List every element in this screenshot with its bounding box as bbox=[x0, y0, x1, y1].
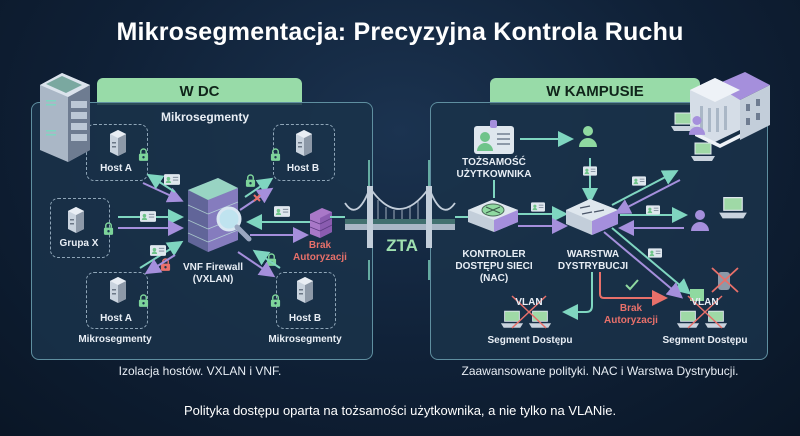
id-card-icon bbox=[140, 211, 156, 222]
id-card-icon bbox=[648, 248, 662, 258]
firewall-label-line2: (VXLAN) bbox=[192, 274, 234, 285]
laptop-icon bbox=[528, 310, 552, 329]
campus-caption: Zaawansowane polityki. NAC i Warstwa Dys… bbox=[461, 364, 739, 378]
vlan-denied-cross-icon bbox=[511, 295, 547, 329]
dc-segments-bottom-left-label: Mikrosegmenty bbox=[78, 334, 152, 345]
lock-icon bbox=[138, 148, 149, 161]
host-a-top-segment bbox=[86, 124, 148, 181]
campus-denied-line2: Autoryzacji bbox=[604, 315, 658, 326]
vnf-firewall-icon bbox=[187, 178, 252, 252]
vlan-cube-icon bbox=[690, 289, 704, 301]
firewall-label: VNF Firewall (VXLAN) bbox=[178, 262, 248, 286]
id-card-icon bbox=[150, 245, 166, 256]
id-card-icon bbox=[646, 205, 660, 215]
host-a-top-server-icon bbox=[110, 130, 126, 156]
campus-denied-line1: Brak bbox=[619, 303, 643, 314]
nac-line2: DOSTĘPU SIECI bbox=[455, 261, 533, 272]
dc-denied-line1: Brak bbox=[308, 240, 332, 251]
distribution-line2: DYSTRYBUCJI bbox=[557, 261, 629, 272]
campus-tab: W KAMPUSIE bbox=[490, 78, 700, 105]
laptop-icon bbox=[500, 310, 524, 329]
identity-line1: TOŻSAMOŚĆ bbox=[462, 157, 526, 168]
group-x-server-icon bbox=[68, 207, 84, 233]
dc-caption: Izolacja hostów. VXLAN i VNF. bbox=[118, 364, 282, 378]
host-a-top-label: Host A bbox=[100, 163, 132, 174]
host-b-top-label: Host B bbox=[286, 163, 320, 174]
host-b-top-segment bbox=[273, 124, 335, 181]
host-b-bottom-server-icon bbox=[297, 277, 313, 303]
check-icon bbox=[625, 279, 639, 291]
footer-note: Polityka dostępu oparta na tożsamości uż… bbox=[183, 403, 617, 418]
identity-line2: UŻYTKOWNIKA bbox=[456, 169, 532, 180]
host-a-bottom-server-icon bbox=[110, 277, 126, 303]
nac-line1: KONTROLER bbox=[462, 249, 526, 260]
host-b-top-server-icon bbox=[296, 130, 312, 156]
group-x-label: Grupa X bbox=[59, 238, 99, 249]
laptop-icon bbox=[690, 142, 716, 162]
user-icon bbox=[579, 126, 597, 147]
id-card-icon bbox=[531, 202, 545, 212]
distribution-line1: WARSTWA bbox=[566, 249, 620, 260]
user-identity-badge-icon bbox=[474, 120, 514, 154]
zta-bridge-icon bbox=[330, 160, 470, 280]
segment-left-label: Segment Dostępu bbox=[487, 335, 573, 346]
dc-segments-bottom-right-label: Mikrosegmenty bbox=[268, 334, 342, 345]
zta-label: ZTA bbox=[386, 236, 418, 255]
nac-line3: (NAC) bbox=[479, 273, 509, 284]
vlan-right-label: VLAN bbox=[691, 297, 719, 308]
id-card-icon bbox=[632, 176, 646, 186]
segment-right-label: Segment Dostępu bbox=[662, 335, 748, 346]
laptop-icon bbox=[704, 310, 728, 329]
brick-wall-icon bbox=[309, 208, 333, 238]
host-a-bottom-label: Host A bbox=[100, 313, 132, 324]
dc-tab: W DC bbox=[97, 78, 302, 105]
lock-icon bbox=[270, 148, 281, 161]
campus-building-icon bbox=[690, 72, 770, 148]
distribution-label: WARSTWA DYSTRYBUCJI bbox=[555, 249, 631, 273]
lock-icon bbox=[138, 294, 149, 307]
vlan-left-label: VLAN bbox=[515, 297, 543, 308]
lock-icon bbox=[245, 174, 256, 187]
lock-icon bbox=[103, 222, 114, 235]
dc-segments-top-label: Mikrosegmenty bbox=[161, 110, 250, 124]
id-card-icon bbox=[274, 206, 290, 217]
laptop-icon bbox=[718, 197, 748, 219]
firewall-label-line1: VNF Firewall bbox=[182, 262, 243, 273]
distribution-switch-icon bbox=[566, 199, 618, 235]
laptop-icon bbox=[676, 310, 700, 329]
id-card-icon bbox=[583, 166, 597, 176]
vlan-denied-cross-icon bbox=[687, 295, 723, 329]
user-identity-label: TOŻSAMOŚĆ UŻYTKOWNIKA bbox=[454, 157, 534, 181]
dc-denied-line2: Autoryzacji bbox=[293, 252, 347, 263]
nac-label: KONTROLER DOSTĘPU SIECI (NAC) bbox=[452, 249, 536, 285]
dc-denied-label: Brak Autoryzacji bbox=[285, 240, 355, 264]
nac-controller-icon bbox=[468, 200, 518, 232]
user-icon bbox=[691, 210, 709, 231]
datacenter-rack-icon bbox=[40, 73, 90, 162]
page-title: Mikrosegmentacja: Precyzyjna Kontrola Ru… bbox=[116, 18, 684, 46]
lock-icon bbox=[270, 294, 281, 307]
host-b-bottom-label: Host B bbox=[288, 313, 322, 324]
campus-denied-label: Brak Autoryzacji bbox=[596, 303, 666, 327]
id-card-icon bbox=[164, 174, 180, 185]
